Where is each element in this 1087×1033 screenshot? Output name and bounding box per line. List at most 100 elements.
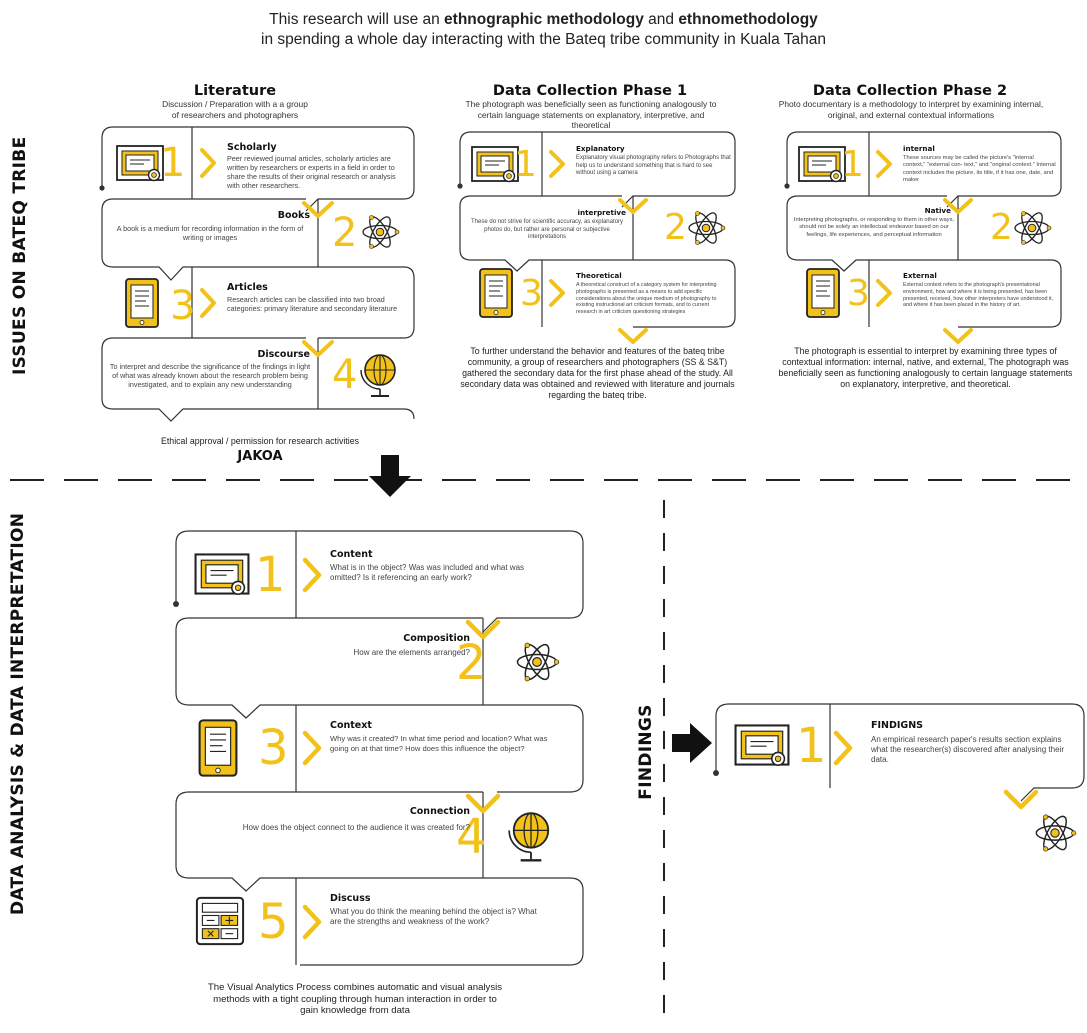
- step-text-composition: How are the elements arranged?: [353, 648, 470, 657]
- step-number: 4: [456, 809, 487, 865]
- step-number: 3: [520, 273, 543, 314]
- step-text-discuss: What you do think the meaning behind the…: [330, 907, 537, 926]
- phase1-yellow-chevrons: [549, 150, 648, 344]
- phase1-flow: [459, 131, 736, 328]
- phase2-subtitle: Photo documentary is a methodology to in…: [778, 99, 1044, 120]
- certificate-icon: [471, 146, 519, 183]
- step-label-discourse: Discourse: [257, 349, 310, 360]
- calculator-icon: [195, 896, 245, 946]
- step-number: 2: [990, 207, 1013, 248]
- step-text-explanatory: Explanatory visual photography refers to…: [576, 155, 731, 177]
- step-label-composition: Composition: [403, 633, 470, 644]
- literature-row-2: [101, 198, 415, 339]
- literature-yellow-chevrons: [200, 148, 334, 357]
- step-number: 1: [160, 140, 186, 186]
- phase2-start-dot: [784, 183, 790, 189]
- step-text-theoretical: A theoretical construct of a category sy…: [576, 282, 717, 316]
- analysis-footer: The Visual Analytics Process combines au…: [207, 982, 503, 1016]
- phase1-row-2: [459, 195, 736, 328]
- step-number: 1: [841, 144, 864, 185]
- step-label-theoretical: Theoretical: [576, 271, 622, 280]
- header-line-1: This research will use an ethnographic m…: [0, 10, 1087, 30]
- step-text-scholarly: Peer reviewed journal articles, scholarl…: [227, 154, 396, 190]
- step-label-discuss: Discuss: [330, 893, 371, 904]
- step-label-interpretive: interpretive: [577, 208, 626, 217]
- step-text-native: Interpreting photographs, or responding …: [793, 217, 955, 238]
- step-number: 5: [258, 894, 289, 950]
- phase2-title: Data Collection Phase 2: [812, 83, 1008, 99]
- literature-start-dot: [99, 185, 105, 191]
- findings-yellow-chevrons: [833, 730, 1039, 810]
- step-label-articles: Articles: [227, 282, 268, 293]
- findings-flow: [715, 703, 1085, 802]
- literature-title: Literature: [193, 83, 277, 99]
- step-number: 1: [255, 547, 286, 603]
- literature-row-3: [101, 337, 415, 422]
- analysis-start-dot: [173, 601, 179, 607]
- literature-row-1: [101, 126, 415, 212]
- analysis-row-1: [175, 530, 584, 633]
- step-text-content: What is in the object? Was was included …: [330, 563, 525, 582]
- tablet-icon: [806, 268, 840, 318]
- ethics-note: Ethical approval / permission for resear…: [160, 436, 359, 446]
- step-number: 1: [514, 144, 537, 185]
- header-bold-ethnomethodology: ethnomethodology: [678, 11, 818, 28]
- step-text-external: External context refers to the photograp…: [903, 282, 1054, 309]
- atom-icon: [688, 209, 726, 247]
- step-number: 3: [847, 273, 870, 314]
- globe-icon: [507, 812, 550, 862]
- findings-text: An empirical research paper's results se…: [871, 735, 1064, 764]
- tablet-icon: [479, 268, 513, 318]
- down-arrow-icon: [369, 455, 411, 497]
- phase2-row-1: [786, 131, 1062, 208]
- step-label-content: Content: [330, 549, 373, 560]
- phase1-title: Data Collection Phase 1: [492, 83, 688, 99]
- jakoa-label: JAKOA: [237, 449, 283, 464]
- step-label-context: Context: [330, 720, 372, 731]
- step-number: 3: [258, 720, 289, 776]
- phase1-start-dot: [457, 183, 463, 189]
- header-bold-ethnographic: ethnographic methodology: [444, 11, 644, 28]
- step-label-native: Native: [924, 206, 951, 215]
- findings-label: FINDIGNS: [871, 720, 923, 731]
- phase1-footer: To further understand the behavior and f…: [460, 346, 735, 400]
- step-label-connection: Connection: [409, 806, 470, 817]
- header-line-2: in spending a whole day interacting with…: [261, 31, 826, 48]
- step-text-books: A book is a medium for recording informa…: [116, 224, 304, 242]
- atom-icon: [1014, 209, 1052, 247]
- step-text-articles: Research articles can be classified into…: [227, 295, 398, 313]
- certificate-icon: [116, 145, 164, 182]
- atom-icon: [1035, 812, 1077, 854]
- analysis-flow: [175, 530, 584, 966]
- step-number: 2: [456, 635, 487, 691]
- header-text: and: [643, 11, 679, 28]
- header-statement: This research will use an ethnographic m…: [0, 10, 1087, 50]
- step-number: 1: [796, 718, 827, 774]
- analysis-row-2: [175, 617, 584, 793]
- atom-icon: [516, 640, 560, 684]
- certificate-icon: [194, 553, 250, 596]
- phase2-footer: The photograph is essential to interpret…: [778, 346, 1073, 389]
- header-text: This research will use an: [269, 11, 445, 28]
- right-arrow-icon: [672, 723, 712, 763]
- phase1-row-1: [459, 131, 736, 208]
- step-number: 2: [664, 207, 687, 248]
- step-number: 3: [170, 283, 196, 329]
- phase1-subtitle: The photograph was beneficially seen as …: [465, 99, 717, 130]
- phase2-flow: [786, 131, 1062, 328]
- step-label-external: External: [903, 271, 937, 280]
- step-text-interpretive: These do not strive for scientific accur…: [471, 219, 623, 241]
- analysis-row-3: [175, 791, 584, 966]
- phase2-row-2: [786, 195, 1062, 328]
- literature-subtitle: Discussion / Preparation with a a group …: [162, 99, 308, 120]
- step-label-internal: internal: [903, 144, 935, 153]
- step-text-internal: These sources may be called the picture'…: [903, 155, 1056, 184]
- step-label-scholarly: Scholarly: [227, 142, 277, 153]
- step-text-connection: How does the object connect to the audie…: [242, 823, 470, 832]
- step-number: 2: [332, 210, 358, 256]
- analysis-yellow-chevrons: [302, 557, 501, 940]
- step-label-explanatory: Explanatory: [576, 144, 625, 153]
- phase2-yellow-chevrons: [876, 150, 973, 344]
- step-number: 4: [332, 352, 358, 398]
